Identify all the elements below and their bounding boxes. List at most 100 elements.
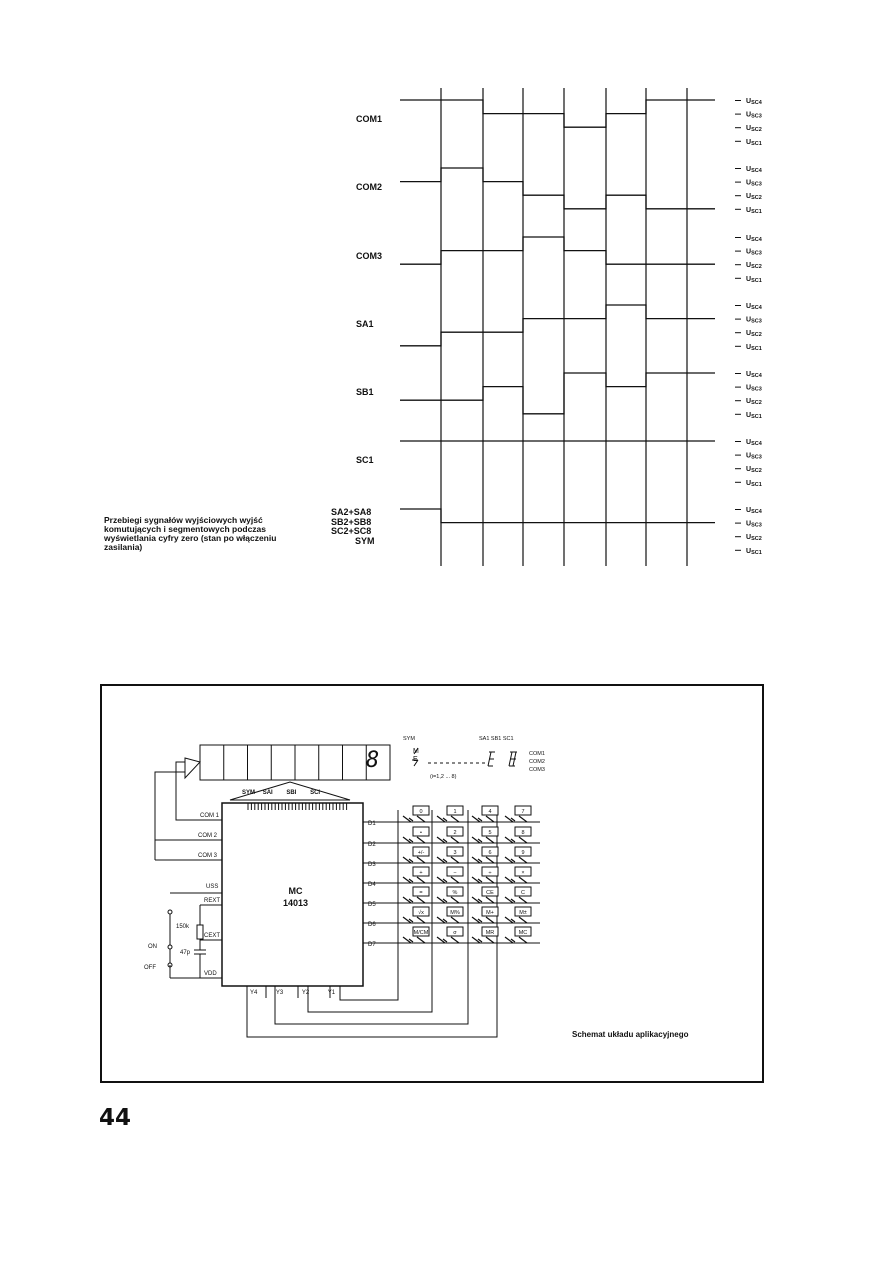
key-diode	[436, 836, 448, 844]
key-diode	[436, 936, 448, 944]
keypad-key-label: 1	[453, 809, 456, 815]
pin-com3: COM 3	[198, 853, 218, 859]
key-diode	[504, 836, 516, 844]
key-contact	[450, 896, 460, 904]
page-number: 44	[99, 1105, 132, 1131]
key-contact	[416, 815, 426, 823]
key-contact	[518, 896, 528, 904]
voltage-level-labels: USC4USC3USC2USC1USC4USC3USC2USC1USC4USC3…	[735, 98, 763, 556]
keypad-key-label: 2	[453, 830, 456, 836]
right-pin-label: D7	[368, 942, 376, 948]
key-contact	[485, 836, 495, 844]
bottom-pin-label: Y1	[327, 990, 336, 996]
legend-sym-label: SYM	[403, 736, 415, 742]
keypad-key	[514, 926, 532, 937]
group-label: SA2+SA8 SB2+SB8 SC2+SC8 SYM	[331, 507, 375, 546]
key-diode	[402, 836, 414, 844]
time-slot-dividers	[440, 88, 688, 566]
bottom-pin-labels: Y4 Y3 Y2 Y1	[250, 990, 335, 996]
keypad-key-label: +/-	[418, 850, 425, 856]
key-contact	[518, 936, 528, 944]
key-contact	[450, 876, 460, 884]
key-contact	[518, 836, 528, 844]
keypad-key	[481, 886, 499, 897]
key-diode	[436, 815, 448, 823]
y3-line	[274, 810, 469, 1025]
key-diode	[471, 896, 483, 904]
switch-on-label: ON	[148, 944, 157, 950]
key-diode	[471, 815, 483, 823]
waveform	[400, 236, 715, 265]
key-diode	[402, 916, 414, 924]
key-diode	[402, 856, 414, 864]
keypad-key	[446, 826, 464, 837]
keypad-key-label: 3	[453, 850, 456, 856]
signal-label: COM1	[356, 114, 382, 124]
keypad-key	[412, 926, 430, 937]
key-diode	[471, 916, 483, 924]
com-loop	[154, 771, 200, 841]
key-diode	[436, 896, 448, 904]
keypad-key	[446, 866, 464, 877]
keypad-key-label: MR	[486, 930, 495, 936]
pin-com2: COM 2	[198, 833, 218, 839]
keypad-key-label: −	[453, 870, 456, 876]
level-label: USC4	[746, 303, 763, 311]
level-label: USC2	[746, 262, 762, 270]
level-label: USC4	[746, 371, 763, 379]
keypad-key	[412, 866, 430, 877]
right-pin-label: D1	[368, 821, 376, 827]
bus-arrow	[229, 781, 351, 801]
y2-line	[307, 810, 433, 1013]
level-label: USC3	[746, 112, 762, 120]
level-label: USC3	[746, 453, 762, 461]
group-label-line: SB2+SB8	[331, 516, 372, 527]
key-diode	[471, 856, 483, 864]
timing-caption: Przebiegi sygnałów wyjściowych wyjść kom…	[104, 515, 277, 552]
key-diode	[402, 815, 414, 823]
legend-com-label: COM1	[529, 751, 545, 757]
resistor-label: 150k	[176, 924, 190, 930]
keypad-key-label: M/CM	[414, 930, 429, 936]
keypad-key	[446, 846, 464, 857]
key-contact	[485, 896, 495, 904]
keypad-key-label: M±	[519, 910, 527, 916]
chip-label-line: 14013	[283, 898, 309, 908]
key-contact	[485, 876, 495, 884]
capacitor-label: 47p	[180, 950, 191, 956]
keypad-key	[481, 846, 499, 857]
pin-uss: USS	[206, 884, 219, 890]
waveform	[400, 167, 715, 210]
top-pin-label: SYM	[242, 790, 256, 796]
display-cells	[223, 745, 367, 780]
level-label: USC2	[746, 398, 762, 406]
resistor	[196, 924, 204, 940]
application-schematic-frame	[100, 684, 764, 1083]
keypad-key	[412, 846, 430, 857]
keypad-key	[514, 805, 532, 816]
level-label: USC2	[746, 125, 762, 133]
right-pin-label: D5	[368, 902, 376, 908]
key-diode	[402, 936, 414, 944]
keypad-key	[412, 906, 430, 917]
keypad-key	[514, 866, 532, 877]
keypad-key-label: √x	[418, 909, 424, 916]
right-pin-label: D6	[368, 922, 376, 928]
legend-sym-symbols: M E	[413, 748, 419, 764]
keypad-key-label: 0	[419, 809, 422, 815]
level-label: USC3	[746, 249, 762, 257]
keypad-key	[514, 906, 532, 917]
key-contact	[416, 876, 426, 884]
keypad-key	[446, 926, 464, 937]
key-contact	[450, 856, 460, 864]
top-pin-label: SAI	[262, 790, 273, 796]
level-label: USC2	[746, 330, 762, 338]
key-diode	[436, 876, 448, 884]
keypad-key-label: C	[521, 890, 525, 896]
waveform	[400, 304, 715, 347]
keypad-key	[446, 886, 464, 897]
level-label: USC2	[746, 193, 762, 201]
keypad-key-label: 9	[521, 850, 524, 856]
